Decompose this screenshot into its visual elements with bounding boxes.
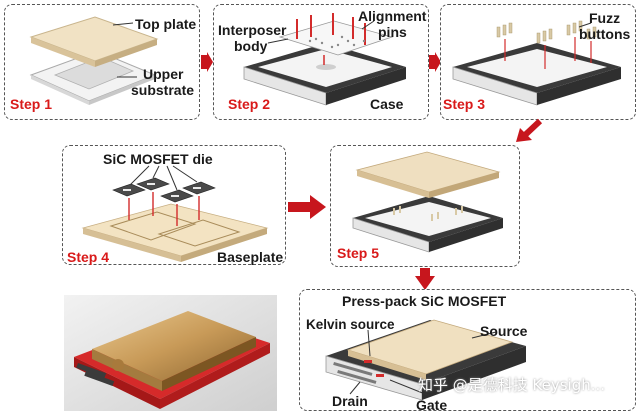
fuzz-buttons-label-line2: buttons — [579, 26, 631, 42]
baseplate-label: Baseplate — [217, 249, 284, 265]
step1-illustration — [29, 16, 159, 105]
step5-illustration — [352, 151, 503, 253]
upper-substrate-label-line2: substrate — [131, 82, 195, 98]
drain-label: Drain — [332, 393, 368, 409]
kelvin-source-label: Kelvin source — [306, 317, 395, 332]
step3-label: Step 3 — [443, 96, 486, 112]
step5-label: Step 5 — [337, 245, 380, 261]
step3-panel: Fuzz buttons Step 3 — [440, 4, 636, 120]
case-label: Case — [370, 96, 404, 112]
step2-illustration — [243, 13, 406, 106]
interposer-label-line1: Interposer — [218, 22, 287, 38]
top-plate-label: Top plate — [135, 16, 197, 32]
watermark: 知乎 @是德科技 Keysigh... — [418, 376, 606, 394]
arrow-step1-to-step2 — [201, 52, 213, 72]
step2-panel: Interposer body Alignment pins Case Step… — [213, 4, 429, 120]
arrow-step5-to-final — [415, 268, 435, 290]
source-label: Source — [480, 323, 528, 339]
interposer-label-line2: body — [234, 38, 268, 54]
final-title: Press-pack SiC MOSFET — [342, 293, 507, 309]
step4-illustration — [81, 165, 269, 262]
gate-label: Gate — [416, 397, 448, 413]
arrow-step3-to-step5 — [516, 118, 543, 142]
sic-die-label: SiC MOSFET die — [103, 151, 213, 167]
arrow-step4-to-step5 — [288, 195, 326, 219]
step5-panel: Step 5 — [330, 145, 520, 267]
step4-panel: SiC MOSFET die Baseplate Step 4 — [62, 145, 286, 265]
device-photo — [64, 295, 277, 411]
step4-label: Step 4 — [67, 249, 110, 265]
fuzz-buttons-label-line1: Fuzz — [589, 10, 621, 26]
upper-substrate-label-line1: Upper — [143, 66, 184, 82]
step3-illustration — [452, 20, 621, 106]
alignment-pins-label-line1: Alignment — [358, 8, 427, 24]
arrow-step2-to-step3 — [429, 52, 441, 72]
device-photo-image — [64, 295, 277, 411]
alignment-pins-label-line2: pins — [378, 24, 407, 40]
final-panel: Press-pack SiC MOSFET Kelvin source Sour… — [299, 289, 636, 413]
final-illustration — [325, 319, 526, 401]
step2-label: Step 2 — [228, 96, 271, 112]
step1-label: Step 1 — [10, 96, 53, 112]
step1-panel: Top plate Upper substrate Step 1 — [4, 4, 200, 120]
